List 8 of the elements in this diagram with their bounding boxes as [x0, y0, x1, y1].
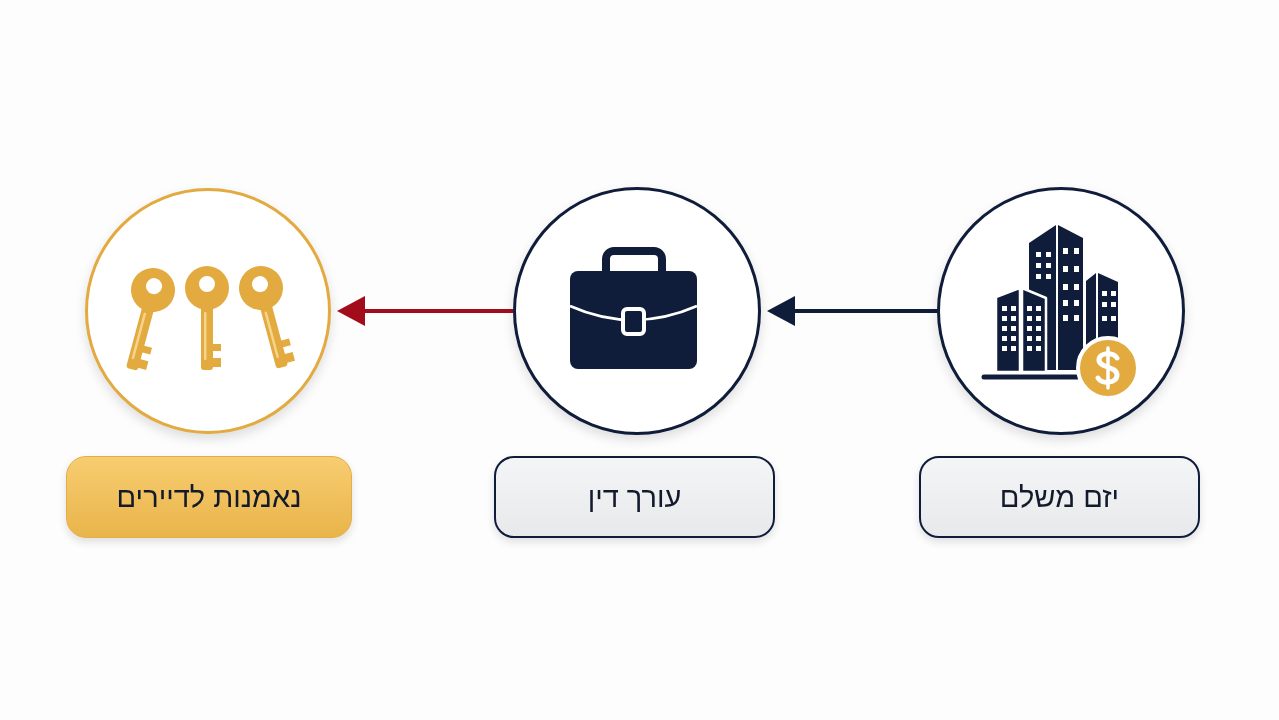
label-pill [919, 456, 1200, 538]
arrow [337, 296, 513, 326]
role-label: עורך דין [587, 480, 682, 514]
role-label: נאמנות לדיירים [116, 480, 302, 514]
role-label: יזם משלם [999, 480, 1120, 514]
label-pill [66, 456, 352, 538]
arrow [767, 296, 937, 326]
label-pill [494, 456, 775, 538]
